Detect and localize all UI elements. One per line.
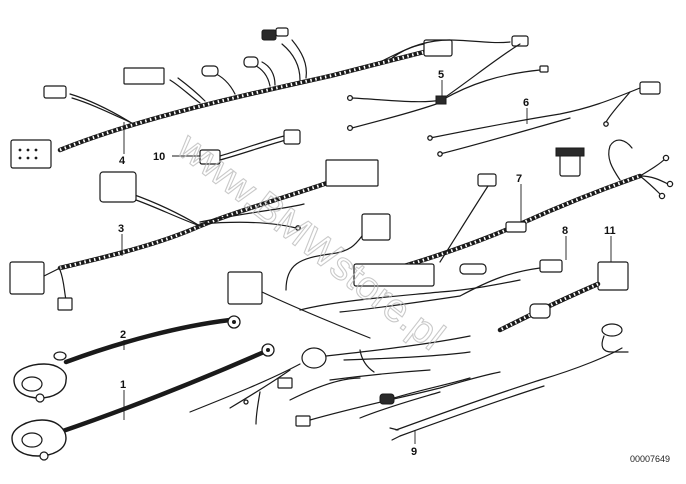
part-4-main-harness [10, 27, 529, 169]
diagram-reference-number: 00007649 [630, 454, 670, 464]
part-2-battery-lead [13, 315, 241, 403]
callout-2: 2 [120, 329, 126, 341]
part-5-branch-lead [346, 43, 549, 132]
part-6-lead [427, 81, 661, 157]
part-11-connector-lead [497, 261, 629, 333]
callout-7: 7 [516, 173, 522, 185]
callout-9: 9 [411, 446, 417, 458]
callout-10: 10 [153, 151, 165, 163]
callout-3: 3 [118, 223, 124, 235]
lower-harness [189, 335, 501, 427]
part-1-battery-lead [11, 343, 275, 461]
part-3-harness [9, 159, 379, 311]
callout-4: 4 [119, 155, 126, 167]
part-10-adapter-lead [199, 129, 301, 165]
callout-8: 8 [562, 225, 568, 237]
leader-lines [121, 80, 612, 444]
part-8-lead [227, 213, 563, 339]
callout-5: 5 [438, 69, 444, 81]
part-9-lead [389, 323, 629, 441]
part-7-harness [353, 139, 674, 287]
callout-11: 11 [604, 225, 616, 237]
callout-1: 1 [120, 379, 126, 391]
callout-6: 6 [523, 97, 529, 109]
callout-labels: 4 10 5 6 7 8 11 3 2 1 9 [118, 69, 616, 458]
